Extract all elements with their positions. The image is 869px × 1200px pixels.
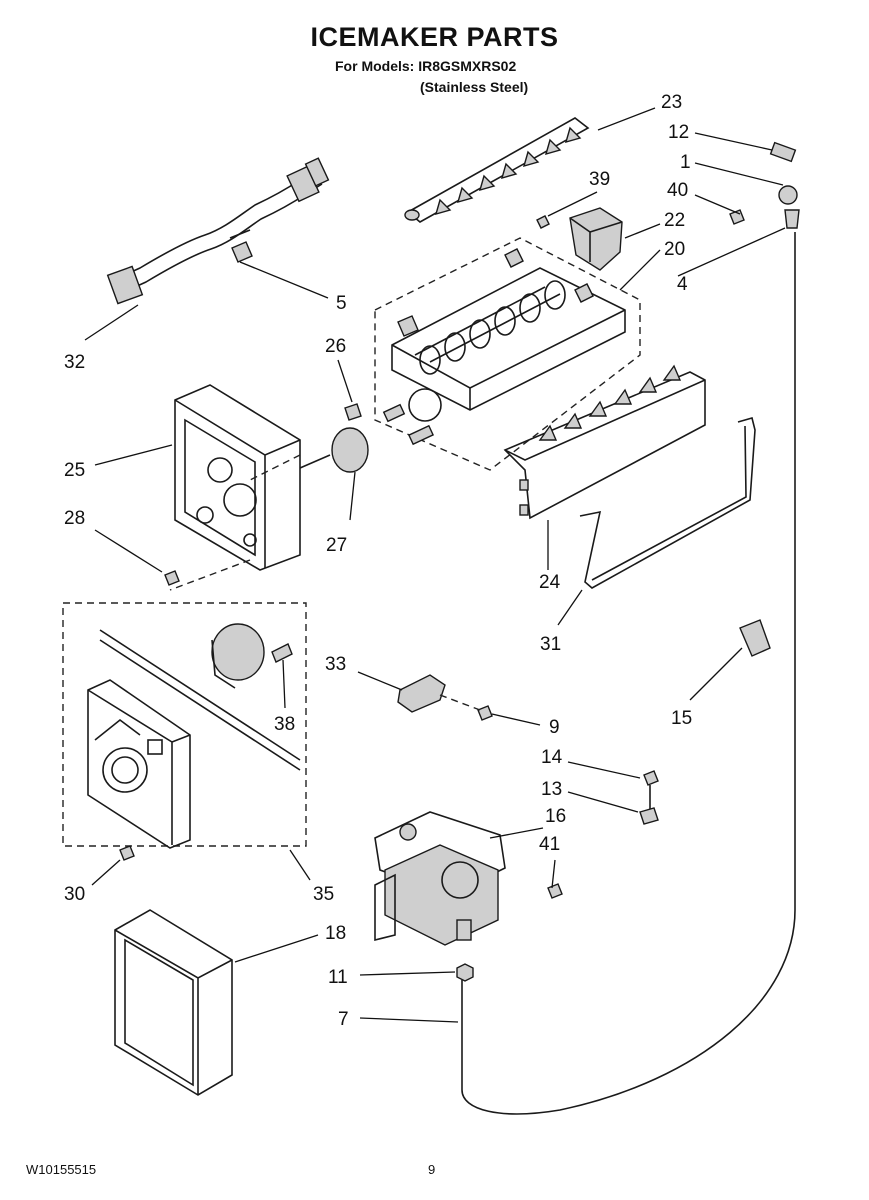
callout-11: 11	[328, 967, 348, 988]
callout-12: 12	[668, 122, 689, 143]
models-subtitle: For Models: IR8GSMXRS02	[335, 58, 517, 74]
callout-4: 4	[677, 274, 688, 295]
cover-part	[114, 909, 233, 1096]
compression-nut-part	[456, 963, 474, 982]
module-assembly-part	[87, 629, 301, 849]
ice-stripper-part	[503, 364, 706, 520]
callout-40: 40	[667, 180, 688, 201]
leader-lines	[84, 107, 786, 1023]
callout-16: 16	[545, 806, 566, 827]
callout-14: 14	[541, 747, 563, 768]
callout-20: 20	[664, 239, 685, 260]
callout-13: 13	[541, 779, 562, 800]
screw-part-28	[164, 570, 180, 586]
callout-22: 22	[664, 210, 685, 231]
callout-28: 28	[64, 508, 85, 529]
callout-15: 15	[671, 708, 692, 729]
motor-part	[211, 623, 293, 689]
finish-subtitle: (Stainless Steel)	[420, 79, 529, 95]
water-valve-part	[374, 811, 506, 946]
callout-41: 41	[539, 834, 560, 855]
callout-23: 23	[661, 92, 682, 113]
callout-26: 26	[325, 336, 346, 357]
callout-7: 7	[338, 1009, 349, 1030]
module-housing-part	[174, 384, 301, 571]
small-fasteners	[547, 770, 659, 899]
callout-27: 27	[326, 535, 347, 556]
callout-labels: 23 12 1 39 40 22 20 4 5 32 26 25 28 27 2…	[64, 92, 692, 1030]
page-title: ICEMAKER PARTS	[310, 22, 559, 52]
callout-5: 5	[336, 293, 347, 314]
module-assembly-boundary	[62, 602, 307, 847]
ice-mold-part	[382, 248, 626, 446]
document-number: W10155515	[26, 1162, 97, 1177]
callout-35: 35	[313, 884, 334, 905]
water-tube-part	[461, 232, 796, 1115]
thermostat-part	[299, 403, 369, 473]
icemaker-assembly-boundary	[374, 237, 641, 471]
fill-tube-fittings	[536, 141, 800, 229]
fill-cup-part	[569, 207, 623, 271]
link-thermostat	[249, 454, 301, 481]
callout-24: 24	[539, 572, 561, 593]
callout-31: 31	[540, 634, 561, 655]
callout-32: 32	[64, 352, 85, 373]
shutoff-arm-part	[579, 417, 756, 589]
ice-ejector-part	[404, 117, 590, 223]
callout-9: 9	[549, 717, 560, 738]
page-number: 9	[428, 1162, 436, 1177]
callout-1: 1	[680, 152, 691, 173]
shutoff-arm-inner	[591, 425, 747, 581]
callout-30: 30	[64, 884, 85, 905]
link-screw-28	[169, 559, 251, 591]
callout-39: 39	[589, 169, 610, 190]
callout-18: 18	[325, 923, 346, 944]
callout-25: 25	[64, 460, 85, 481]
clip-part-15	[739, 619, 771, 657]
screw-part-30	[119, 845, 135, 861]
callout-38: 38	[274, 714, 295, 735]
wire-harness-part	[106, 157, 330, 305]
bracket-part	[397, 674, 493, 721]
callout-33: 33	[325, 654, 346, 675]
